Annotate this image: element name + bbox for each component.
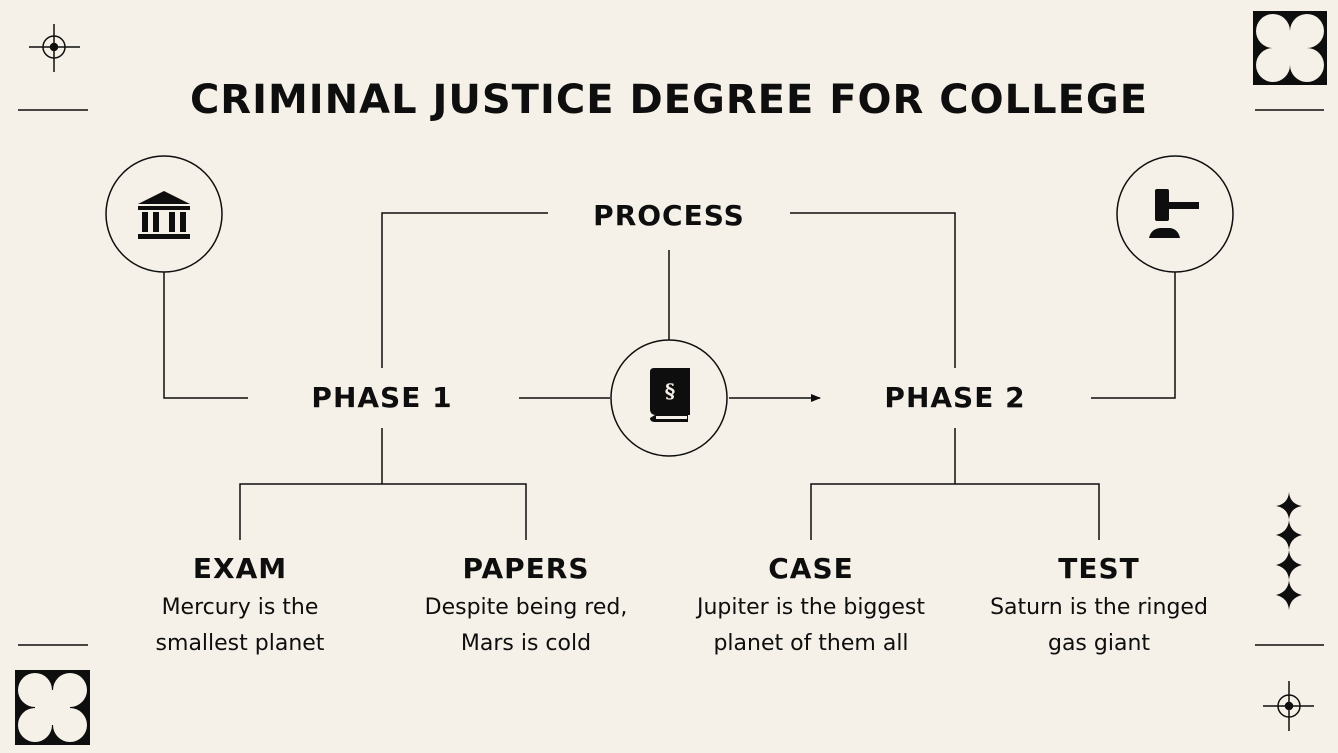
connector-lines (163, 212, 1176, 540)
law-book-icon: § (650, 368, 690, 422)
page-title: CRIMINAL JUSTICE DEGREE FOR COLLEGE (189, 77, 1149, 123)
test-description-line-1: Saturn is the ringed (990, 595, 1208, 620)
case-description: Jupiter is the biggest planet of them al… (661, 590, 961, 662)
exam-heading: EXAM (192, 552, 288, 585)
courthouse-circle (105, 155, 223, 273)
gavel-icon (1149, 189, 1199, 238)
test-heading: TEST (1058, 552, 1140, 585)
law-book-circle: § (610, 339, 728, 457)
crosshair-icon-top-left (29, 24, 80, 72)
test-description: Saturn is the ringed gas giant (959, 590, 1239, 662)
exam-description-line-1: Mercury is the (161, 595, 319, 620)
papers-description: Despite being red, Mars is cold (386, 590, 666, 662)
test-description-line-2: gas giant (1047, 631, 1151, 656)
crosshair-icon-bottom-right (1263, 681, 1314, 731)
phase-1-heading: PHASE 1 (311, 381, 453, 414)
case-description-line-1: Jupiter is the biggest (696, 595, 925, 620)
sparkle-stack-icon (1276, 492, 1302, 610)
svg-text:§: § (665, 379, 675, 403)
phase-2-heading: PHASE 2 (884, 381, 1026, 414)
case-heading: CASE (768, 552, 854, 585)
gavel-circle (1116, 155, 1234, 273)
exam-description-line-2: smallest planet (155, 631, 325, 656)
quatrefoil-icon-bottom-left (15, 670, 90, 745)
process-heading: PROCESS (593, 199, 745, 232)
papers-description-line-1: Despite being red, (424, 595, 628, 620)
quatrefoil-icon-top-right (1253, 11, 1327, 85)
exam-description: Mercury is the smallest planet (100, 590, 380, 662)
papers-heading: PAPERS (462, 552, 590, 585)
case-description-line-2: planet of them all (713, 631, 909, 656)
courthouse-icon (138, 191, 190, 239)
papers-description-line-2: Mars is cold (460, 631, 592, 656)
